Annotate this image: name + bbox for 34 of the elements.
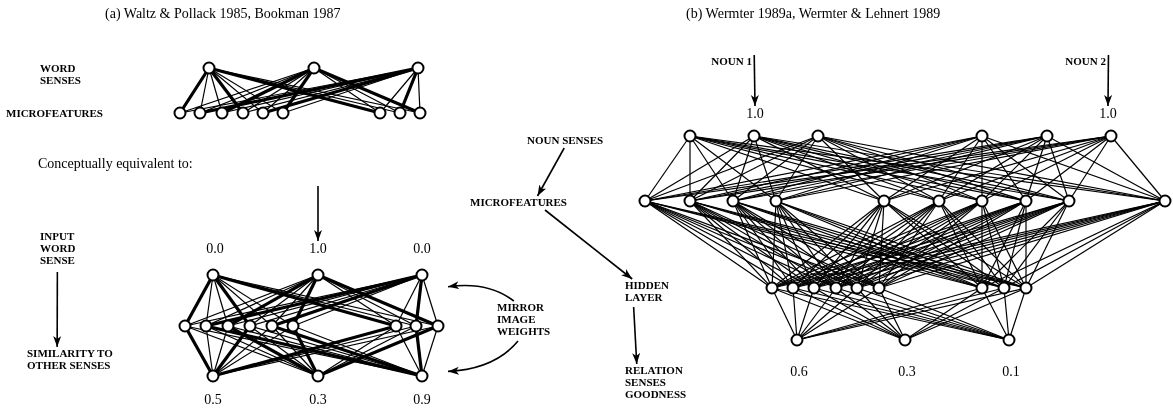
arrow	[53, 271, 62, 348]
arrow	[447, 281, 515, 302]
arrow	[447, 340, 519, 375]
value-label: 0.9	[412, 392, 432, 408]
node-label: RELATION SENSES GOODNESS	[625, 364, 723, 404]
panel-title: (a) Waltz & Pollack 1985, Bookman 1987	[105, 6, 341, 22]
value-label: 1.0	[740, 106, 770, 122]
layer-label: MICROFEATURES	[6, 107, 104, 120]
arrow	[750, 54, 759, 107]
panel-title: (b) Wermter 1989a, Wermter & Lehnert 1989	[686, 6, 941, 22]
value-label: 0.0	[205, 241, 225, 257]
node-label: NOUN 2	[1024, 55, 1106, 69]
arrow	[632, 306, 641, 365]
arrow	[536, 147, 565, 197]
note-text: Conceptually equivalent to:	[38, 156, 193, 172]
node-label: MIRROR IMAGE WEIGHTS	[497, 301, 581, 341]
value-label: 0.0	[412, 241, 432, 257]
value-label: 0.1	[1001, 364, 1021, 380]
node-label: SIMILARITY TO OTHER SENSES	[27, 347, 131, 387]
node-label: NOUN 1	[678, 55, 752, 69]
node-label: NOUN SENSES	[527, 134, 651, 148]
arrow	[314, 185, 322, 242]
arrow	[544, 209, 633, 280]
layer-label: WORD SENSES	[40, 62, 82, 87]
node-label: INPUT WORD SENSE	[40, 230, 102, 272]
arrow	[1104, 54, 1113, 107]
value-label: 0.3	[308, 392, 328, 408]
value-label: 0.5	[203, 392, 223, 408]
node-label: HIDDEN LAYER	[625, 279, 697, 307]
value-label: 0.6	[789, 364, 809, 380]
value-label: 1.0	[1093, 106, 1123, 122]
node-label: MICROFEATURES	[470, 196, 620, 210]
value-label: 0.3	[897, 364, 917, 380]
value-label: 1.0	[303, 241, 333, 257]
